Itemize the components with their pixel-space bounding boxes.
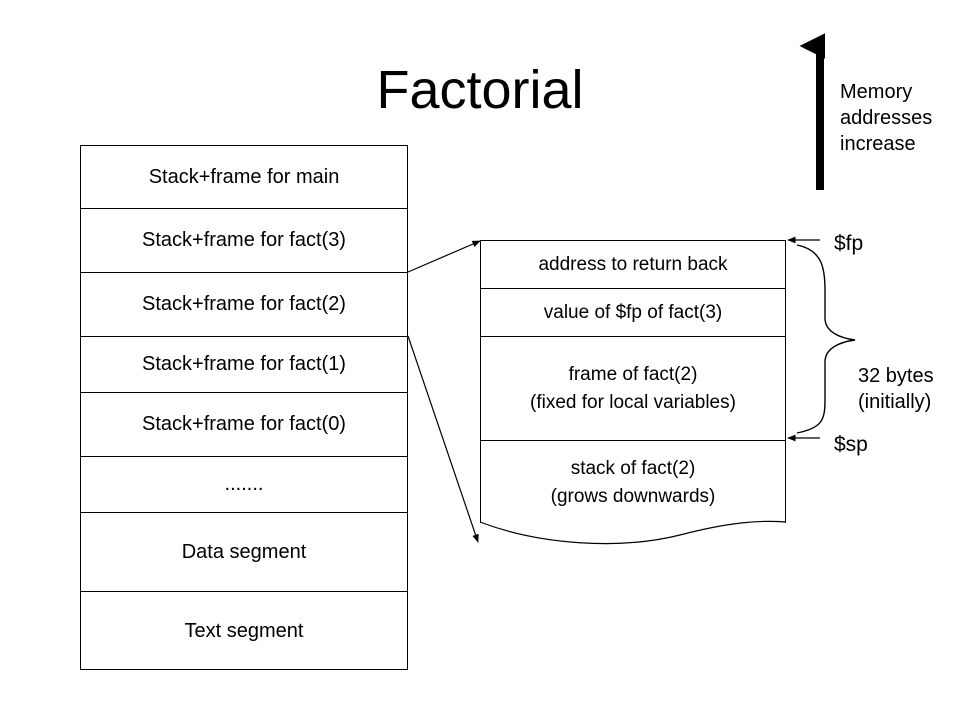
frame-cell-local-frame: frame of fact(2) (fixed for local variab… <box>481 337 785 441</box>
fp-label: $fp <box>834 232 864 255</box>
stack-wavy-edge <box>479 520 787 545</box>
frame-cell-return-address-text: address to return back <box>538 253 728 275</box>
frame-cell-stack: stack of fact(2) (grows downwards) <box>481 441 785 524</box>
page-title: Factorial <box>376 60 584 120</box>
frame-cell-stack-line2: (grows downwards) <box>550 485 716 507</box>
memory-stack: Stack+frame for main Stack+frame for fac… <box>80 145 408 670</box>
frame-cell-saved-fp: value of $fp of fact(3) <box>481 289 785 337</box>
stack-cell-fact0: Stack+frame for fact(0) <box>81 393 407 457</box>
stack-cell-ellipsis: ....... <box>81 457 407 513</box>
frame-cell-stack-line1: stack of fact(2) <box>570 457 696 479</box>
stack-cell-fact3: Stack+frame for fact(3) <box>81 209 407 273</box>
connector-bottom <box>407 335 479 543</box>
sp-label: $sp <box>834 433 868 456</box>
size-note-line2: (initially) <box>858 391 932 413</box>
frame-cell-local-frame-line2: (fixed for local variables) <box>530 391 736 413</box>
frame-cell-return-address: address to return back <box>481 241 785 289</box>
memory-note-line1: Memory <box>840 81 913 103</box>
size-note-line1: 32 bytes <box>858 365 934 387</box>
stack-cell-main: Stack+frame for main <box>81 146 407 209</box>
stack-cell-text-segment: Text segment <box>184 620 304 642</box>
size-note: 32 bytes (initially) <box>858 363 934 415</box>
stack-cell-fact1: Stack+frame for fact(1) <box>81 337 407 393</box>
memory-note-line2: addresses <box>840 107 933 129</box>
stack-cell-fact2: Stack+frame for fact(2) <box>81 273 407 337</box>
memory-note-line3: increase <box>840 133 916 155</box>
connector-top <box>407 240 481 273</box>
stack-cell-data-segment: Data segment <box>81 513 407 592</box>
fact2-frame-detail: address to return back value of $fp of f… <box>480 240 786 523</box>
frame-cell-saved-fp-text: value of $fp of fact(3) <box>543 301 723 323</box>
frame-size-brace <box>796 244 856 434</box>
frame-cell-local-frame-line1: frame of fact(2) <box>568 363 698 385</box>
memory-note: Memory addresses increase <box>840 79 932 157</box>
